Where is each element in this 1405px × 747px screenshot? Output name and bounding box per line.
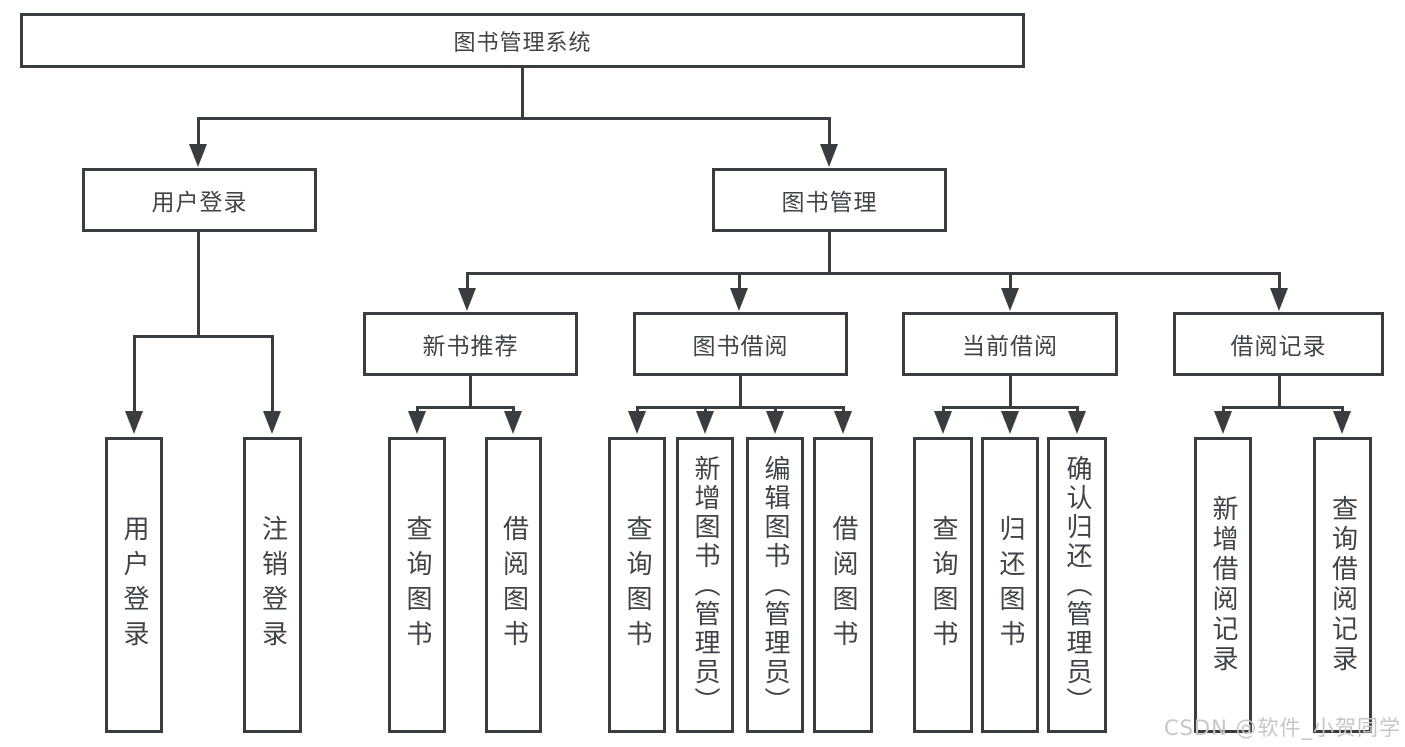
connector-line	[942, 406, 1079, 409]
node-root-label: 图书管理系统	[453, 30, 592, 56]
connector-line	[842, 406, 845, 413]
connector-line	[1341, 406, 1344, 413]
connector-line	[466, 272, 469, 291]
leaf-query-book-b-label: 查询图书	[622, 515, 652, 655]
leaf-logout-label: 注销登录	[257, 515, 288, 655]
leaf-query-borrow-record-label: 查询借阅记录	[1327, 495, 1358, 675]
leaf-query-book-a-label: 查询图书	[402, 515, 432, 655]
arrowhead-icon	[934, 411, 952, 434]
arrowhead-icon	[696, 411, 714, 434]
connector-line	[133, 335, 274, 338]
connector-line	[466, 272, 1281, 275]
node-new-book-recommendation-label: 新书推荐	[422, 334, 519, 360]
connector-line	[271, 335, 274, 413]
connector-line	[1009, 376, 1012, 407]
node-new-book-recommendation: 新书推荐	[363, 312, 578, 376]
leaf-return-book-label: 归还图书	[995, 515, 1025, 655]
leaf-confirm-return-admin-label: 确认归还（管理员）	[1062, 454, 1092, 716]
leaf-add-book-admin: 新增图书（管理员）	[676, 437, 734, 733]
node-current-borrowing: 当前借阅	[902, 312, 1118, 376]
node-user-login-label: 用户登录	[151, 190, 248, 216]
connector-line	[636, 406, 845, 409]
connector-line	[774, 406, 777, 413]
arrowhead-icon	[1001, 288, 1019, 311]
leaf-add-book-admin-label: 新增图书（管理员）	[690, 454, 720, 716]
arrowhead-icon	[504, 411, 522, 434]
leaf-add-borrow-record: 新增借阅记录	[1194, 437, 1252, 733]
leaf-user-login: 用户登录	[105, 437, 163, 733]
connector-line	[416, 406, 515, 409]
leaf-query-borrow-record: 查询借阅记录	[1313, 437, 1372, 733]
arrowhead-icon	[263, 411, 281, 434]
node-user-login: 用户登录	[82, 168, 317, 232]
arrowhead-icon	[1068, 411, 1086, 434]
arrowhead-icon	[834, 411, 852, 434]
connector-line	[416, 406, 419, 413]
leaf-borrow-book-a-label: 借阅图书	[498, 515, 529, 655]
arrowhead-icon	[1214, 411, 1232, 434]
connector-line	[512, 406, 515, 413]
csdn-watermark: CSDN @软件_小贺同学	[1163, 716, 1401, 740]
connector-line	[1278, 376, 1281, 407]
leaf-query-book-c: 查询图书	[913, 437, 973, 733]
node-borrowing-records: 借阅记录	[1173, 312, 1384, 376]
arrowhead-icon	[408, 411, 426, 434]
connector-line	[738, 272, 741, 291]
connector-line	[1009, 272, 1012, 291]
arrowhead-icon	[1270, 288, 1288, 311]
leaf-return-book: 归还图书	[981, 437, 1039, 733]
connector-line	[197, 232, 200, 335]
connector-line	[1222, 406, 1225, 413]
node-book-management: 图书管理	[712, 168, 947, 232]
arrowhead-icon	[628, 411, 646, 434]
connector-line	[1278, 272, 1281, 291]
connector-line	[133, 335, 136, 413]
leaf-add-borrow-record-label: 新增借阅记录	[1208, 495, 1238, 675]
leaf-user-login-label: 用户登录	[119, 515, 149, 655]
connector-line	[521, 68, 524, 117]
node-borrowing-records-label: 借阅记录	[1230, 334, 1327, 360]
arrowhead-icon	[1333, 411, 1351, 434]
connector-line	[828, 117, 831, 147]
connector-line	[828, 232, 831, 272]
leaf-query-book-c-label: 查询图书	[928, 515, 958, 655]
leaf-confirm-return-admin: 确认归还（管理员）	[1047, 437, 1107, 733]
connector-line	[704, 406, 707, 413]
node-book-management-label: 图书管理	[781, 190, 878, 216]
leaf-logout: 注销登录	[243, 437, 302, 733]
arrowhead-icon	[730, 288, 748, 311]
arrowhead-icon	[125, 411, 143, 434]
leaf-edit-book-admin-label: 编辑图书（管理员）	[760, 454, 790, 716]
leaf-edit-book-admin: 编辑图书（管理员）	[746, 437, 804, 733]
node-book-borrowing: 图书借阅	[633, 312, 848, 376]
connector-line	[1222, 406, 1344, 409]
arrowhead-icon	[458, 288, 476, 311]
connector-line	[197, 117, 830, 120]
leaf-borrow-book-b-label: 借阅图书	[828, 515, 858, 655]
leaf-query-book-b: 查询图书	[608, 437, 666, 733]
connector-line	[739, 376, 742, 407]
arrowhead-icon	[820, 144, 838, 167]
leaf-borrow-book-b: 借阅图书	[813, 437, 873, 733]
node-book-borrowing-label: 图书借阅	[692, 334, 789, 360]
connector-line	[636, 406, 639, 413]
connector-line	[1076, 406, 1079, 413]
node-current-borrowing-label: 当前借阅	[962, 334, 1058, 360]
arrowhead-icon	[766, 411, 784, 434]
arrowhead-icon	[1001, 411, 1019, 434]
leaf-borrow-book-a: 借阅图书	[485, 437, 542, 733]
connector-line	[942, 406, 945, 413]
arrowhead-icon	[189, 144, 207, 167]
connector-line	[469, 376, 472, 407]
connector-line	[197, 117, 200, 147]
leaf-query-book-a: 查询图书	[388, 437, 446, 733]
node-root: 图书管理系统	[20, 13, 1025, 68]
